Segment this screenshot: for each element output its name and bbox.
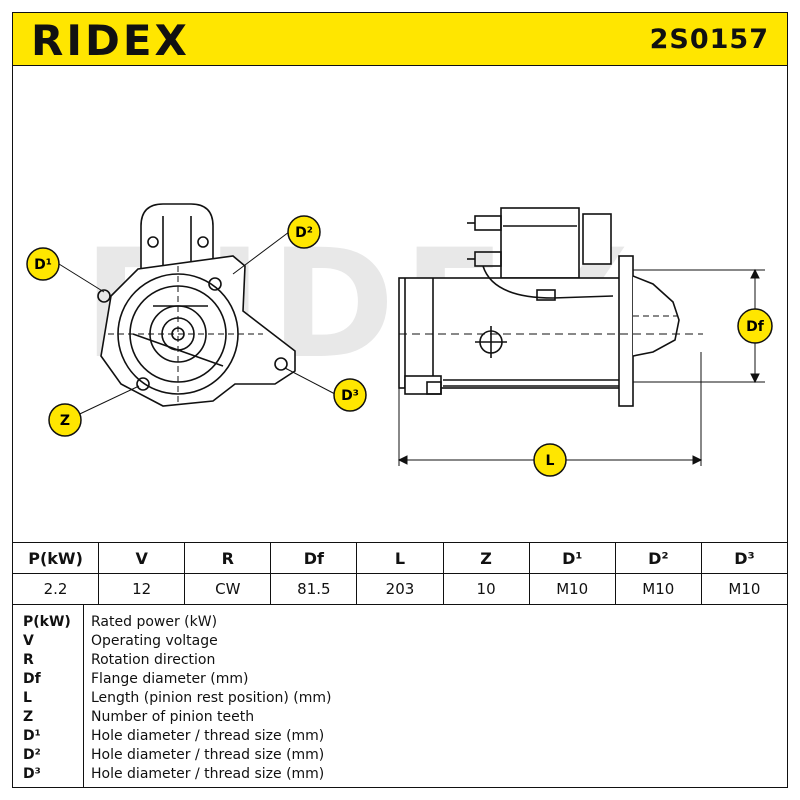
spec-header-cell: V [98,542,186,574]
legend-row: P(kW) Rated power (kW) [13,613,787,631]
badge-d3-label: D³ [341,388,359,404]
badge-z [48,403,82,437]
legend-code: R [23,652,34,668]
legend-desc: Operating voltage [91,633,218,649]
spec-value-cell: M10 [614,573,702,605]
legend-row: Z Number of pinion teeth [13,708,787,726]
spec-value-cell: CW [184,573,272,605]
spec-value-cell: 2.2 [11,573,100,605]
legend-desc: Hole diameter / thread size (mm) [91,766,325,782]
badge-d2-label: D² [295,225,313,241]
legend-desc: Hole diameter / thread size (mm) [91,747,325,763]
legend-desc: Number of pinion teeth [91,709,255,725]
badge-d2 [287,215,321,249]
legend-row: Df Flange diameter (mm) [13,670,787,688]
spec-header-cell: R [184,542,272,574]
legend-desc: Rotation direction [91,652,216,668]
legend-row: D³ Hole diameter / thread size (mm) [13,765,787,783]
badge-df [737,308,773,344]
callout-badges: D¹ D² D³ Z Df L [26,215,773,477]
badge-d1 [26,247,60,281]
legend-row: R Rotation direction [13,651,787,669]
legend-code: L [23,690,32,706]
legend-row: L Length (pinion rest position) (mm) [13,689,787,707]
badge-l [533,443,567,477]
spec-value-cell: 81.5 [270,573,358,605]
spec-header-cell: L [356,542,444,574]
spec-header-cell: D¹ [528,542,616,574]
spec-value-cell: 203 [356,573,444,605]
spec-header-cell: Df [270,542,358,574]
spec-table: P(kW) V R Df L Z D¹ D² D³ 2.2 12 CW 81.5… [11,542,789,605]
legend-panel: P(kW) Rated power (kW) V Operating volta… [12,604,788,788]
part-number: 2S0157 [649,24,769,55]
legend-code: P(kW) [23,614,71,630]
header-bar: RIDEX 2S0157 [12,12,788,66]
badge-d3 [333,378,367,412]
spec-header-cell: D³ [700,542,789,574]
front-view [97,203,296,407]
spec-header-cell: D² [614,542,702,574]
legend-code: V [23,633,34,649]
badge-d1-label: D¹ [34,257,52,273]
legend-divider [83,604,84,787]
legend-code: Z [23,709,34,725]
spec-header-cell: Z [442,542,530,574]
legend-desc: Rated power (kW) [91,614,218,630]
legend-desc: Hole diameter / thread size (mm) [91,728,325,744]
spec-header-row: P(kW) V R Df L Z D¹ D² D³ [11,542,789,574]
badge-z-label: Z [60,413,70,429]
legend-row: V Operating voltage [13,632,787,650]
legend-row: D¹ Hole diameter / thread size (mm) [13,727,787,745]
brand-logo: RIDEX [31,16,190,65]
legend-code: D² [23,747,41,763]
legend-desc: Length (pinion rest position) (mm) [91,690,332,706]
legend-code: D¹ [23,728,41,744]
badge-l-label: L [546,453,555,469]
legend-row: D² Hole diameter / thread size (mm) [13,746,787,764]
spec-value-row: 2.2 12 CW 81.5 203 10 M10 M10 M10 [11,573,789,605]
legend-code: D³ [23,766,41,782]
spec-value-cell: M10 [528,573,616,605]
legend-code: Df [23,671,41,687]
badge-df-label: Df [746,319,765,335]
spec-value-cell: 12 [98,573,186,605]
technical-drawing: RIDEX [12,66,788,544]
side-view [398,207,703,407]
starter-motor-diagram: RIDEX [26,203,773,477]
spec-value-cell: 10 [442,573,530,605]
legend-desc: Flange diameter (mm) [91,671,249,687]
spec-value-cell: M10 [700,573,789,605]
spec-header-cell: P(kW) [11,542,100,574]
